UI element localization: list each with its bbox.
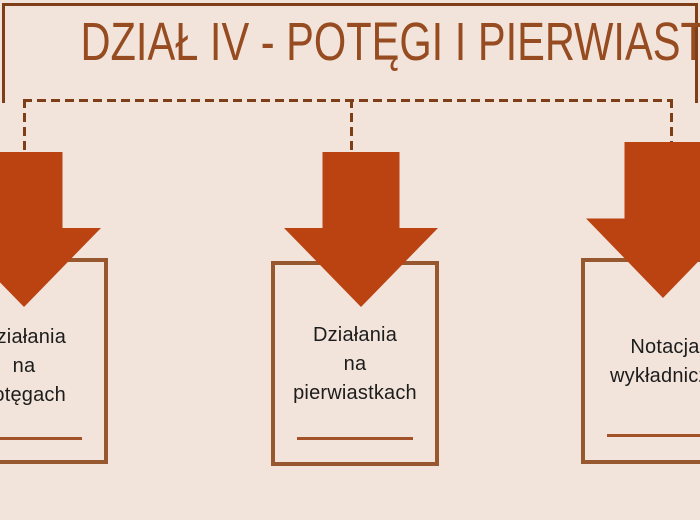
topic-line: pierwiastkach (293, 382, 417, 404)
connector-horizontal-line (23, 99, 673, 102)
topic-card-label: Działania na pierwiastkach (271, 321, 439, 408)
blank-underline (0, 437, 82, 440)
title-frame (2, 3, 698, 103)
blank-underline (607, 434, 700, 437)
connector-vertical-line-middle (350, 99, 353, 153)
topic-line: Notacja (630, 336, 700, 358)
topic-card-label: Działania na potęgach (0, 323, 108, 410)
connector-vertical-line-left (23, 99, 26, 153)
page-title: DZIAŁ IV - POTĘGI I PIERWIASTKI (80, 12, 700, 72)
topic-line: na (343, 353, 367, 375)
topic-card-label: Notacja wykładnicza (581, 333, 700, 391)
topic-line: Działania (0, 326, 67, 348)
blank-underline (297, 437, 413, 440)
topic-line: wykładnicza (609, 365, 700, 387)
topic-line: Działania (312, 324, 398, 346)
topic-line: na (12, 355, 36, 377)
topic-line: potęgach (0, 384, 66, 406)
connector-vertical-line-right (670, 99, 673, 143)
